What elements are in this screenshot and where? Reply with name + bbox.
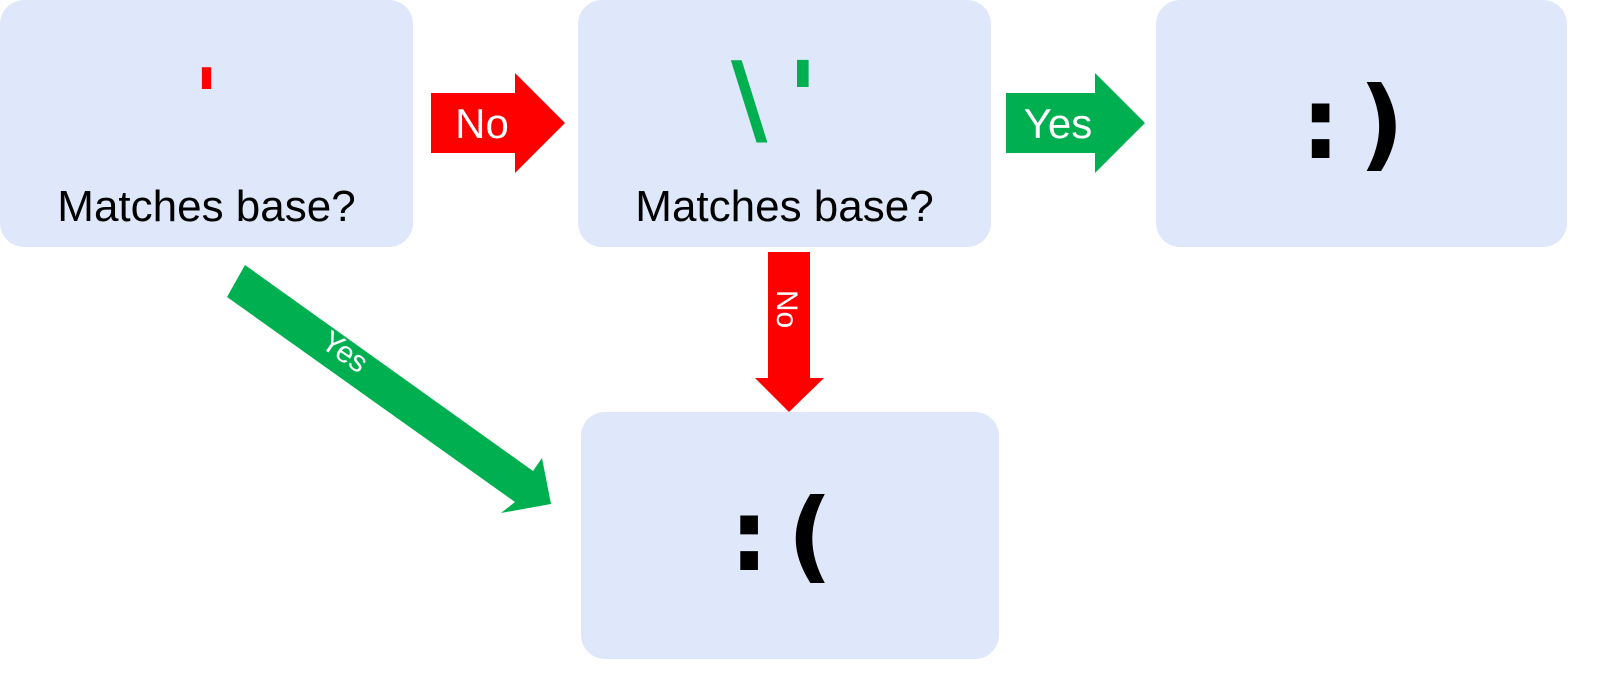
question-label: Matches base?: [57, 182, 356, 231]
arrow-label: No: [455, 100, 509, 147]
question-label: Matches base?: [635, 182, 934, 231]
escaped-quote-symbol: \': [730, 40, 839, 157]
yes-arrow-diagonal: Yes: [227, 265, 551, 513]
check-box-escaped-quote: \' Matches base?: [578, 0, 991, 247]
arrow-label: Yes: [1024, 100, 1093, 147]
check-box-quote: ' Matches base?: [0, 0, 413, 247]
sad-outcome-box: :(: [581, 412, 999, 659]
sad-face: :(: [729, 477, 851, 594]
no-arrow-right: No: [431, 73, 565, 173]
happy-outcome-box: :): [1156, 0, 1567, 247]
yes-arrow-right: Yes: [1006, 73, 1145, 173]
quote-symbol: ': [194, 52, 219, 145]
no-arrow-down: No: [755, 252, 824, 412]
arrow-label: No: [770, 290, 803, 328]
happy-face: :): [1300, 65, 1423, 182]
